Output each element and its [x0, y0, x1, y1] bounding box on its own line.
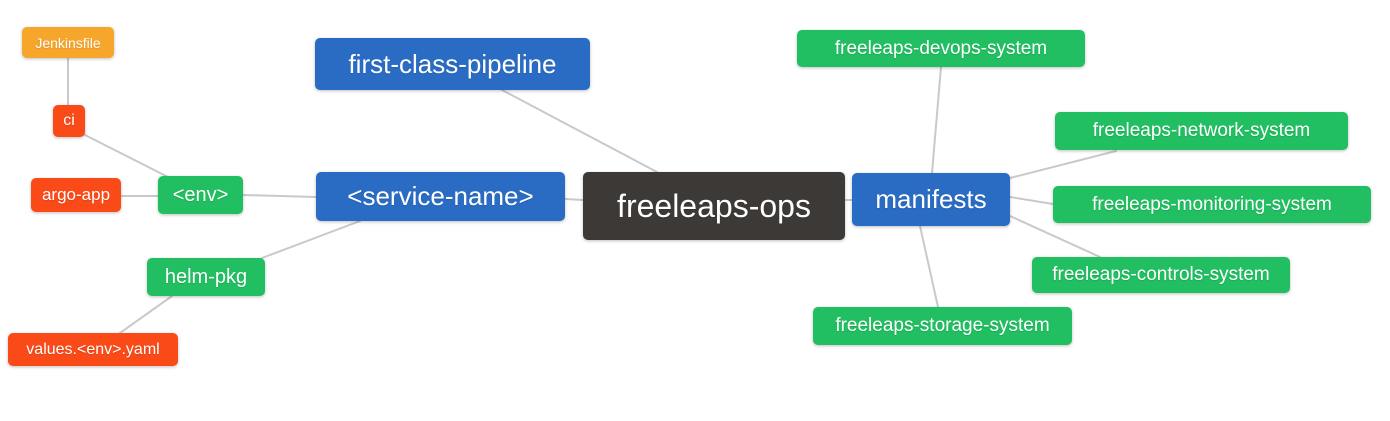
edge-manifests--freeleaps-storage-system — [919, 225, 939, 308]
edge-manifests--freeleaps-network-system — [1009, 150, 1117, 179]
node-helm-pkg[interactable]: helm-pkg — [147, 258, 265, 296]
node-values-env-yaml[interactable]: values.<env>.yaml — [8, 333, 178, 366]
edge-manifests--freeleaps-controls-system — [1009, 215, 1101, 258]
node-freeleaps-network-system[interactable]: freeleaps-network-system — [1055, 112, 1348, 150]
node-argo-app[interactable]: argo-app — [31, 178, 121, 212]
node-freeleaps-storage-system[interactable]: freeleaps-storage-system — [813, 307, 1072, 345]
node-freeleaps-devops-system[interactable]: freeleaps-devops-system — [797, 30, 1085, 67]
edge-first-class-pipeline--freeleaps-ops — [501, 89, 658, 173]
node-manifests[interactable]: manifests — [852, 173, 1010, 226]
edge-env--service-name — [242, 194, 317, 198]
node-freeleaps-controls-system[interactable]: freeleaps-controls-system — [1032, 257, 1290, 293]
node-env[interactable]: <env> — [158, 176, 243, 214]
edge-manifests--freeleaps-devops-system — [931, 66, 942, 174]
node-jenkinsfile[interactable]: Jenkinsfile — [22, 27, 114, 58]
node-freeleaps-ops[interactable]: freeleaps-ops — [583, 172, 845, 240]
node-service-name[interactable]: <service-name> — [316, 172, 565, 221]
edge-service-name--freeleaps-ops — [564, 198, 584, 201]
edge-helm-pkg--values-env-yaml — [119, 295, 173, 334]
edge-manifests--freeleaps-monitoring-system — [1009, 196, 1054, 205]
node-first-class-pipeline[interactable]: first-class-pipeline — [315, 38, 590, 90]
edge-ci--env — [82, 133, 169, 178]
edge-service-name--helm-pkg — [261, 220, 361, 259]
node-freeleaps-monitoring-system[interactable]: freeleaps-monitoring-system — [1053, 186, 1371, 223]
node-ci[interactable]: ci — [53, 105, 85, 137]
